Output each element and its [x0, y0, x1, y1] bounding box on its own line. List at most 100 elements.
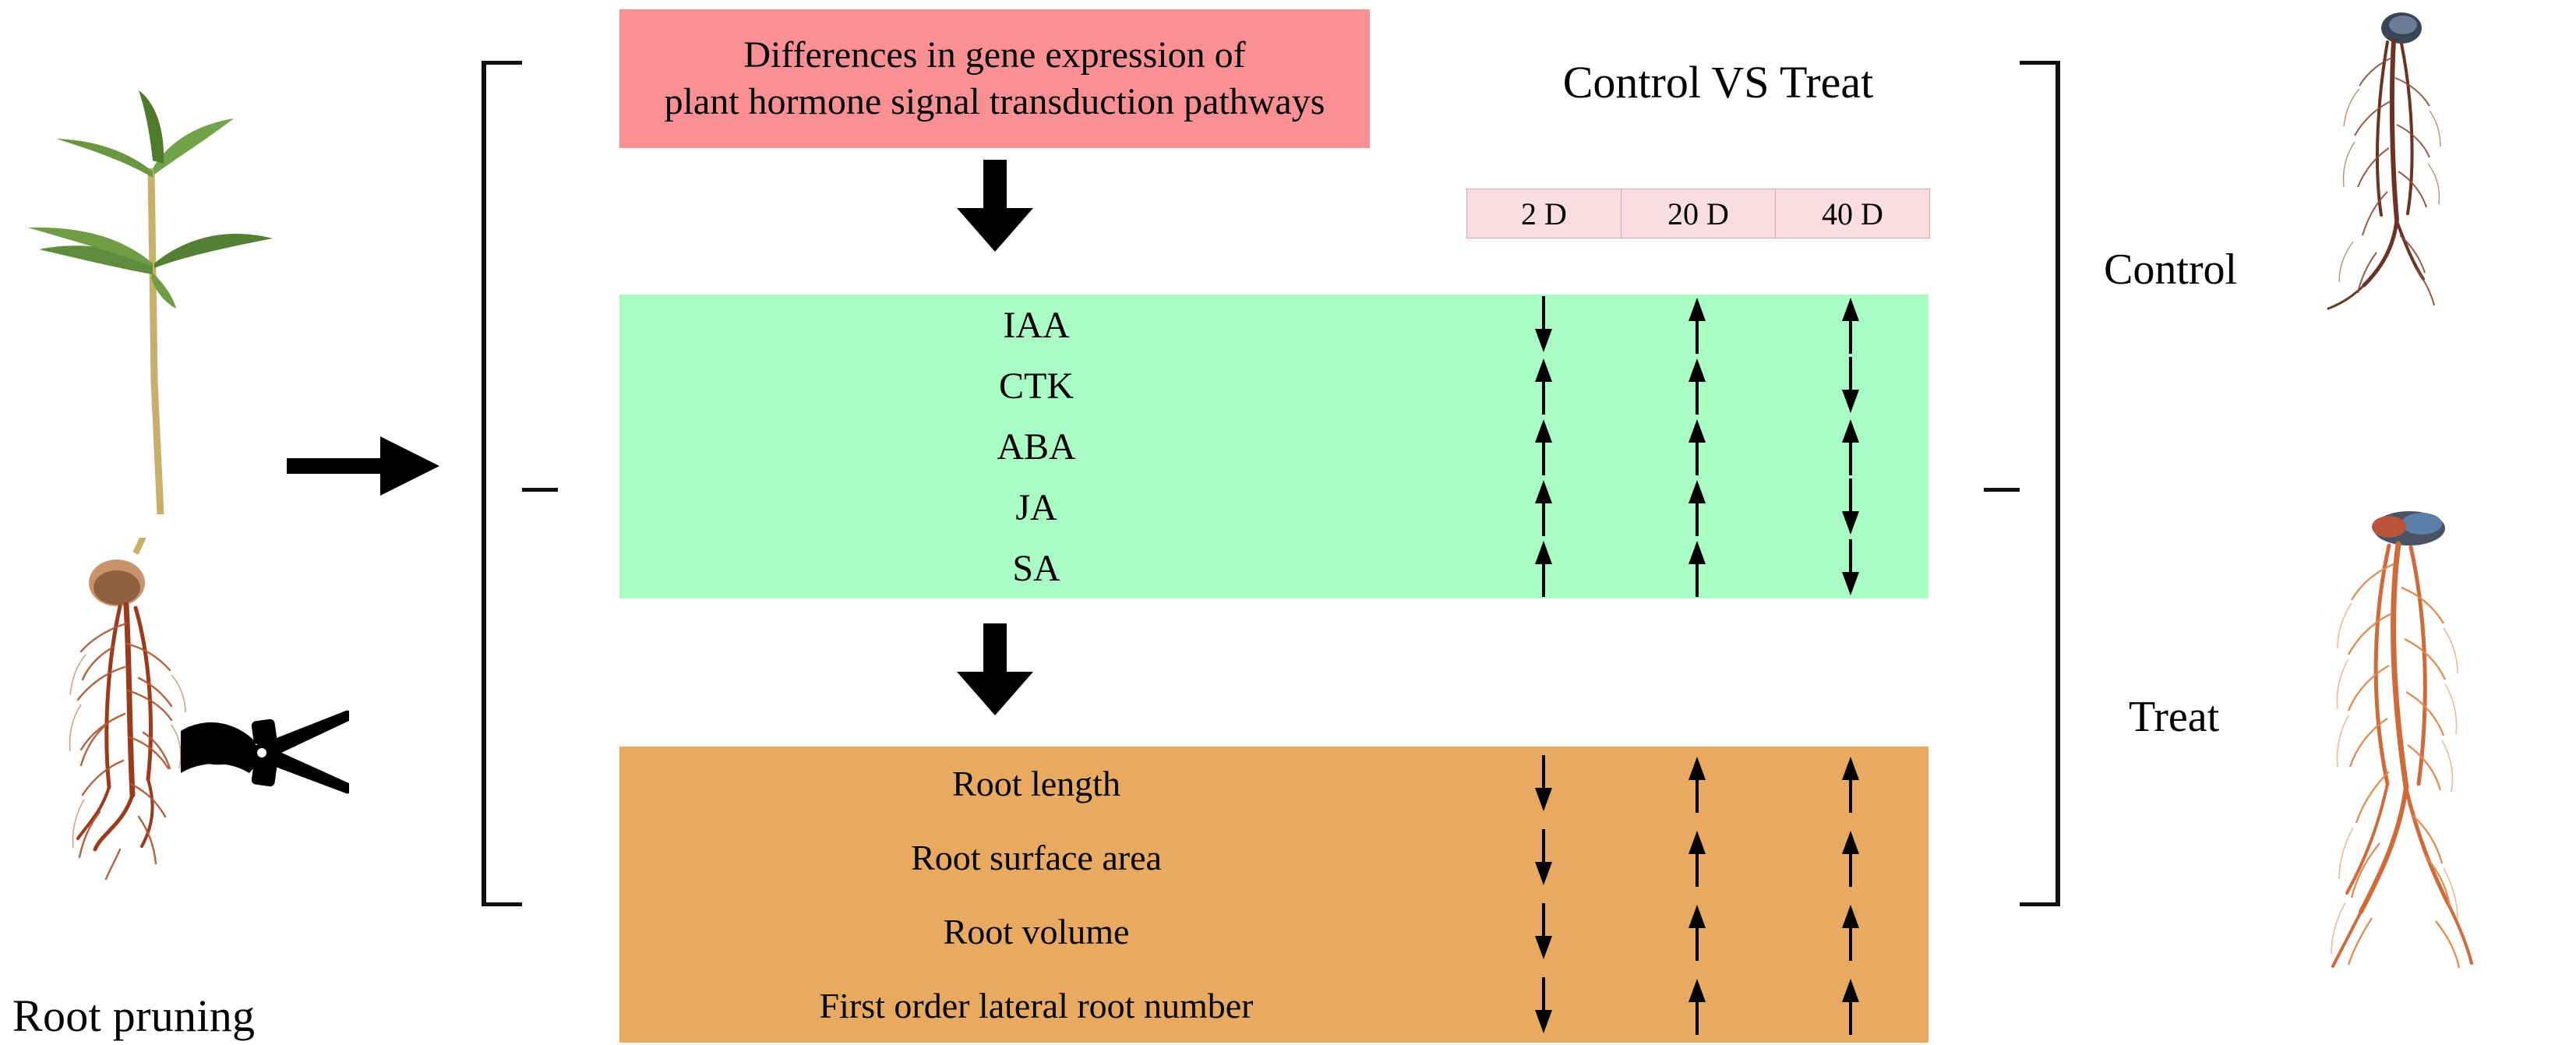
value-first-order-lateral-root-number-40d: [1773, 977, 1927, 1035]
row-values-iaa: [1466, 296, 1928, 354]
arrow-up-icon: [1841, 298, 1859, 354]
row-values-root-volume: [1466, 902, 1928, 961]
value-iaa-20d: [1620, 296, 1773, 354]
arrow-down-icon: [1534, 976, 1552, 1033]
row-label-aba: ABA: [997, 425, 1076, 468]
arrow-up-icon: [1841, 904, 1859, 961]
table-row: JA: [619, 477, 1928, 538]
arrow-down-icon: [957, 160, 1033, 252]
arrow-up-icon: [1688, 978, 1706, 1035]
root-pruning-label: Root pruning: [12, 990, 256, 1041]
row-label-root-volume: Root volume: [943, 912, 1130, 951]
arrow-down-icon: [1534, 754, 1552, 811]
row-label-ja: JA: [1015, 486, 1057, 528]
value-root-volume-2d: [1466, 902, 1620, 961]
arrow-down-icon: [1534, 296, 1552, 352]
bracket-left-icon: [482, 61, 558, 906]
value-sa-40d: [1773, 539, 1927, 597]
value-ja-20d: [1620, 478, 1773, 536]
arrow-up-icon: [1841, 419, 1859, 475]
value-root-volume-20d: [1620, 903, 1773, 961]
value-ja-40d: [1773, 478, 1927, 536]
arrow-down-icon: [1534, 902, 1552, 959]
arrow-up-icon: [1688, 541, 1706, 597]
arrow-up-icon: [1534, 419, 1552, 475]
row-label-ctk: CTK: [999, 365, 1074, 407]
row-values-ja: [1466, 478, 1928, 536]
timepoint-header-row: 2 D 20 D 40 D: [1466, 189, 1930, 238]
value-iaa-40d: [1773, 296, 1927, 354]
row-values-first-order-lateral-root-number: [1466, 976, 1928, 1035]
arrow-up-icon: [1688, 480, 1706, 536]
table-row: ABA: [619, 416, 1928, 477]
arrow-down-icon: [1841, 357, 1859, 413]
bracket-left-tick: [522, 487, 558, 492]
value-aba-2d: [1466, 418, 1620, 475]
arrow-up-icon: [1534, 541, 1552, 597]
table-row: CTK: [619, 355, 1928, 416]
timepoint-cell-2d[interactable]: 2 D: [1466, 189, 1621, 238]
table-row: Root surface area: [619, 821, 1928, 895]
value-ctk-20d: [1620, 357, 1773, 415]
arrow-up-icon: [1688, 904, 1706, 961]
timepoint-cell-40d[interactable]: 40 D: [1775, 189, 1930, 238]
arrow-down-icon: [957, 623, 1033, 715]
value-first-order-lateral-root-number-20d: [1620, 977, 1773, 1035]
row-label-iaa: IAA: [1003, 304, 1070, 346]
value-aba-40d: [1773, 418, 1927, 475]
comparison-title: Control VS Treat: [1562, 57, 1874, 108]
control-root-photo: [2327, 12, 2441, 310]
table-row: IAA: [619, 295, 1928, 355]
hypothesis-box: Differences in gene expression of plant …: [619, 9, 1370, 148]
arrow-down-icon: [1841, 478, 1859, 535]
hormone-panel: IAA CTK: [619, 295, 1928, 598]
arrow-down-icon: [1841, 539, 1859, 595]
row-label-first-order-lateral-root-number: First order lateral root number: [819, 986, 1254, 1026]
hypothesis-line-2: plant hormone signal transduction pathwa…: [664, 81, 1325, 122]
table-row: SA: [619, 538, 1928, 598]
timepoint-cell-20d[interactable]: 20 D: [1621, 189, 1776, 238]
control-label: Control: [2104, 245, 2238, 294]
value-root-length-40d: [1773, 755, 1927, 813]
arrow-up-icon: [1841, 756, 1859, 813]
seedling-shoot-photo: [28, 90, 273, 514]
arrow-up-icon: [1688, 756, 1706, 813]
value-root-surface-area-2d: [1466, 828, 1620, 887]
value-first-order-lateral-root-number-2d: [1466, 976, 1620, 1035]
arrow-up-icon: [1688, 298, 1706, 354]
value-root-surface-area-20d: [1620, 829, 1773, 887]
treat-root-photo: [2331, 511, 2473, 969]
row-values-root-length: [1466, 754, 1928, 813]
arrow-right-icon: [287, 436, 439, 496]
value-iaa-2d: [1466, 296, 1620, 354]
treat-label: Treat: [2129, 693, 2220, 741]
row-label-sa: SA: [1012, 547, 1060, 589]
root-traits-panel: Root length Root surface area: [619, 747, 1928, 1043]
arrow-up-icon: [1841, 978, 1859, 1035]
value-root-surface-area-40d: [1773, 829, 1927, 887]
value-ctk-2d: [1466, 357, 1620, 415]
value-root-length-2d: [1466, 754, 1620, 813]
arrow-up-icon: [1841, 830, 1859, 887]
hypothesis-line-1: Differences in gene expression of: [743, 34, 1246, 76]
pruning-shears-icon: [181, 710, 349, 794]
value-sa-2d: [1466, 539, 1620, 597]
row-label-root-surface-area: Root surface area: [911, 838, 1162, 877]
bracket-right-tick: [1984, 487, 2020, 492]
value-sa-20d: [1620, 539, 1773, 597]
row-values-aba: [1466, 418, 1928, 475]
value-aba-20d: [1620, 418, 1773, 475]
bracket-right-icon: [1984, 61, 2060, 906]
arrow-down-icon: [1534, 828, 1552, 885]
table-row: First order lateral root number: [619, 969, 1928, 1043]
pruned-root-photo: [69, 538, 186, 881]
row-values-root-surface-area: [1466, 828, 1928, 887]
value-root-volume-40d: [1773, 903, 1927, 961]
table-row: Root length: [619, 747, 1928, 821]
arrow-up-icon: [1534, 480, 1552, 536]
row-values-sa: [1466, 539, 1928, 597]
arrow-up-icon: [1534, 358, 1552, 415]
arrow-up-icon: [1688, 419, 1706, 475]
row-values-ctk: [1466, 357, 1928, 415]
